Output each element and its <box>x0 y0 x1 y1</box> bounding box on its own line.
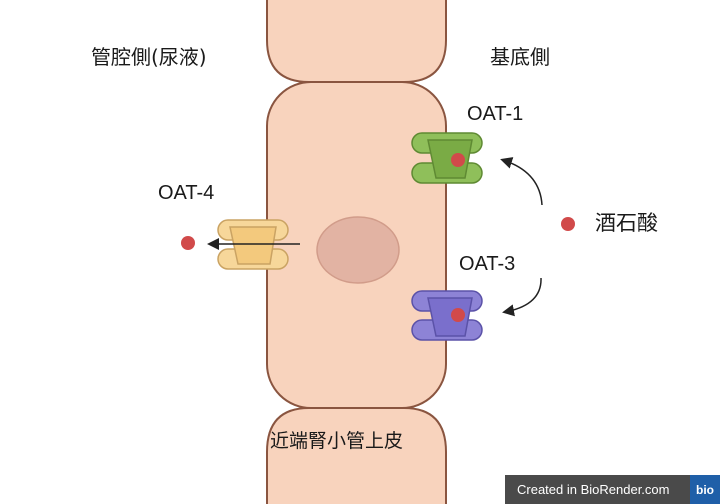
arrow-to-oat1 <box>500 157 543 206</box>
oat4-label: OAT-4 <box>158 182 215 204</box>
lower-cell <box>266 407 447 504</box>
nucleus <box>316 216 400 284</box>
oat4-transporter <box>217 219 289 270</box>
oat1-label: OAT-1 <box>467 103 524 125</box>
basolateral-side-label: 基底側 <box>490 45 550 69</box>
substrate-label: 酒石酸 <box>595 211 658 235</box>
cell-label: 近端腎小管上皮 <box>270 430 404 452</box>
oat1-transporter <box>411 132 483 184</box>
oat3-transporter <box>411 290 483 341</box>
oat3-substrate-dot <box>451 308 465 322</box>
oat3-label: OAT-3 <box>459 253 516 275</box>
upper-cell <box>266 0 447 83</box>
biorender-watermark: Created in BioRender.com bio <box>505 475 720 504</box>
substrate-dot-apical <box>181 236 195 250</box>
watermark-badge: bio <box>690 475 720 504</box>
arrow-to-oat3 <box>502 277 542 317</box>
apical-side-label: 管腔側(尿液) <box>91 45 207 69</box>
oat1-substrate-dot <box>451 153 465 167</box>
watermark-text: Created in BioRender.com <box>517 482 670 497</box>
substrate-dot-basolateral <box>561 217 575 231</box>
